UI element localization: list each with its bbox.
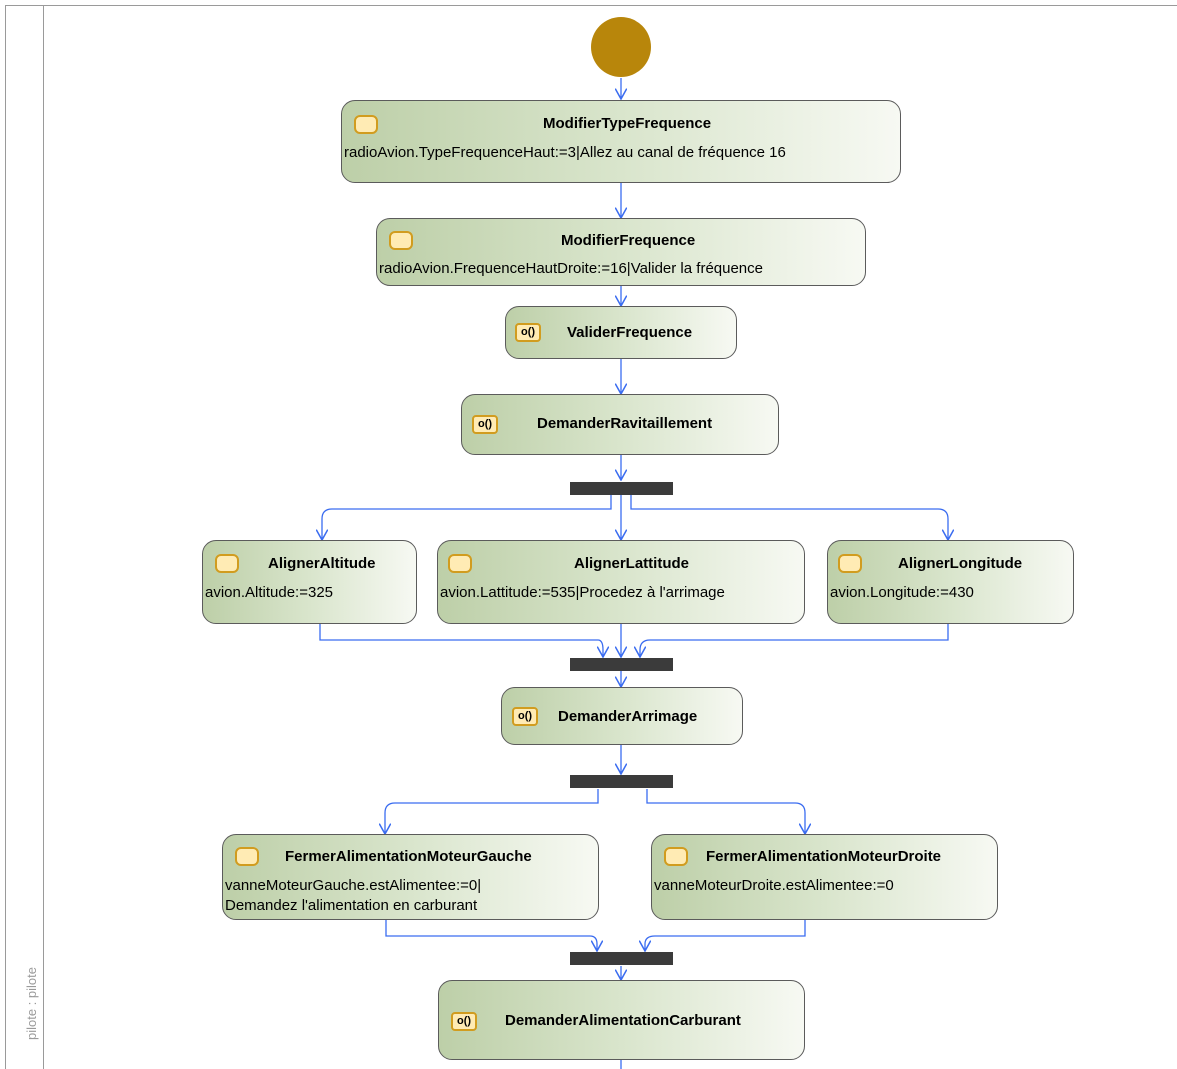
action-icon — [389, 231, 413, 250]
action-detail: avion.Lattitude:=535|Procedez à l'arrima… — [440, 584, 725, 601]
action-fermeralimentationmoteurgauche[interactable]: FermerAlimentationMoteurGauche vanneMote… — [222, 834, 599, 920]
flow-fork2-to-droite — [646, 789, 805, 834]
operation-icon: o() — [451, 1012, 477, 1031]
action-alignerlattitude[interactable]: AlignerLattitude avion.Lattitude:=535|Pr… — [437, 540, 805, 624]
action-icon — [838, 554, 862, 573]
fork-bar — [570, 482, 673, 495]
action-title: DemanderArrimage — [558, 708, 698, 725]
action-detail: radioAvion.TypeFrequenceHaut:=3|Allez au… — [344, 144, 786, 161]
fork-bar — [570, 775, 673, 788]
action-title: DemanderRavitaillement — [537, 415, 713, 432]
operation-icon: o() — [472, 415, 498, 434]
action-title: AlignerLattitude — [574, 555, 689, 572]
action-icon — [354, 115, 378, 134]
initial-node[interactable] — [591, 17, 651, 77]
action-detail: avion.Longitude:=430 — [830, 584, 974, 601]
flow-gauche-to-join2 — [385, 920, 597, 951]
action-detail: avion.Altitude:=325 — [205, 584, 334, 601]
action-detail: radioAvion.FrequenceHautDroite:=16|Valid… — [379, 260, 763, 277]
action-detail: vanneMoteurDroite.estAlimentee:=0 — [654, 877, 894, 894]
join-bar — [570, 658, 673, 671]
join-bar — [570, 952, 673, 965]
action-detail-line1: vanneMoteurGauche.estAlimentee:=0| — [225, 877, 482, 894]
action-modifiertypefrequence[interactable]: ModifierTypeFrequence radioAvion.TypeFre… — [341, 100, 901, 183]
flow-droite-to-join2 — [645, 920, 806, 951]
action-icon — [235, 847, 259, 866]
action-icon — [215, 554, 239, 573]
action-title: ValiderFrequence — [567, 324, 693, 341]
flow-fork1-to-altitude — [322, 495, 612, 540]
action-demanderravitaillement[interactable]: o() DemanderRavitaillement — [461, 394, 779, 455]
flow-longitude-to-join1 — [640, 624, 949, 657]
swimlane-divider — [43, 5, 44, 1069]
action-title: DemanderAlimentationCarburant — [505, 1012, 741, 1029]
swimlane — [5, 5, 1177, 1069]
action-icon — [448, 554, 472, 573]
action-title: AlignerAltitude — [268, 555, 376, 572]
action-title: AlignerLongitude — [898, 555, 1023, 572]
action-demanderarrimage[interactable]: o() DemanderArrimage — [501, 687, 743, 745]
flow-fork2-to-gauche — [385, 789, 599, 834]
action-title: ModifierFrequence — [561, 232, 696, 249]
operation-icon: o() — [512, 707, 538, 726]
action-title: FermerAlimentationMoteurDroite — [706, 848, 942, 865]
action-demanderalimentationcarburant[interactable]: o() DemanderAlimentationCarburant — [438, 980, 805, 1060]
action-validerfrequence[interactable]: o() ValiderFrequence — [505, 306, 737, 359]
action-modifierfrequence[interactable]: ModifierFrequence radioAvion.FrequenceHa… — [376, 218, 866, 286]
action-alignerlongitude[interactable]: AlignerLongitude avion.Longitude:=430 — [827, 540, 1074, 624]
operation-icon: o() — [515, 323, 541, 342]
action-aligneraltitude[interactable]: AlignerAltitude avion.Altitude:=325 — [202, 540, 417, 624]
flow-fork1-to-longitude — [630, 495, 948, 540]
action-title: ModifierTypeFrequence — [543, 115, 712, 132]
action-icon — [664, 847, 688, 866]
flow-altitude-to-join1 — [319, 624, 603, 657]
action-fermeralimentationmoteurdroite[interactable]: FermerAlimentationMoteurDroite vanneMote… — [651, 834, 998, 920]
action-title: FermerAlimentationMoteurGauche — [285, 848, 532, 865]
action-detail-line2: Demandez l'alimentation en carburant — [225, 897, 478, 914]
